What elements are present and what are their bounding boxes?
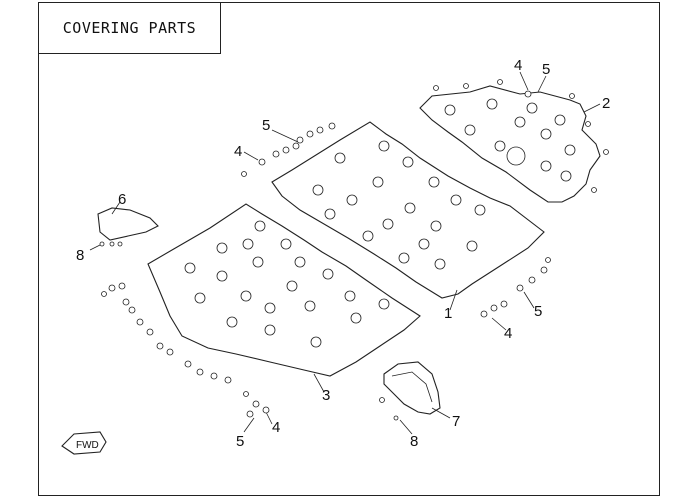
shield-part-7 <box>383 361 441 415</box>
callout-5-right: 5 <box>534 303 542 320</box>
leader-lines <box>89 71 601 435</box>
fwd-arrow-icon <box>61 431 107 455</box>
fastener-clusters <box>99 79 609 421</box>
callout-5-top: 5 <box>542 61 550 78</box>
drawing-frame <box>38 2 660 496</box>
panel-holes <box>184 98 576 348</box>
page-title: COVERING PARTS <box>62 19 197 37</box>
callout-6: 6 <box>118 191 126 208</box>
fwd-label: FWD <box>76 440 99 451</box>
callout-5-bottom: 5 <box>236 433 244 450</box>
panel-part-3 <box>147 203 421 377</box>
callout-2: 2 <box>602 95 610 112</box>
callout-4-upper-left: 4 <box>234 143 242 160</box>
callout-4-bottom: 4 <box>272 419 280 436</box>
callout-3: 3 <box>322 387 330 404</box>
callout-7: 7 <box>452 413 460 430</box>
callout-8-bottom: 8 <box>410 433 418 450</box>
panel-part-1 <box>271 121 545 299</box>
panel-part-2 <box>419 85 601 203</box>
callout-4-top: 4 <box>514 57 522 74</box>
callout-1: 1 <box>444 305 452 322</box>
title-box: COVERING PARTS <box>38 2 221 54</box>
callout-4-right: 4 <box>504 325 512 342</box>
shield-part-6 <box>97 207 159 241</box>
callout-8-left: 8 <box>76 247 84 264</box>
callout-5-upper-left: 5 <box>262 117 270 134</box>
